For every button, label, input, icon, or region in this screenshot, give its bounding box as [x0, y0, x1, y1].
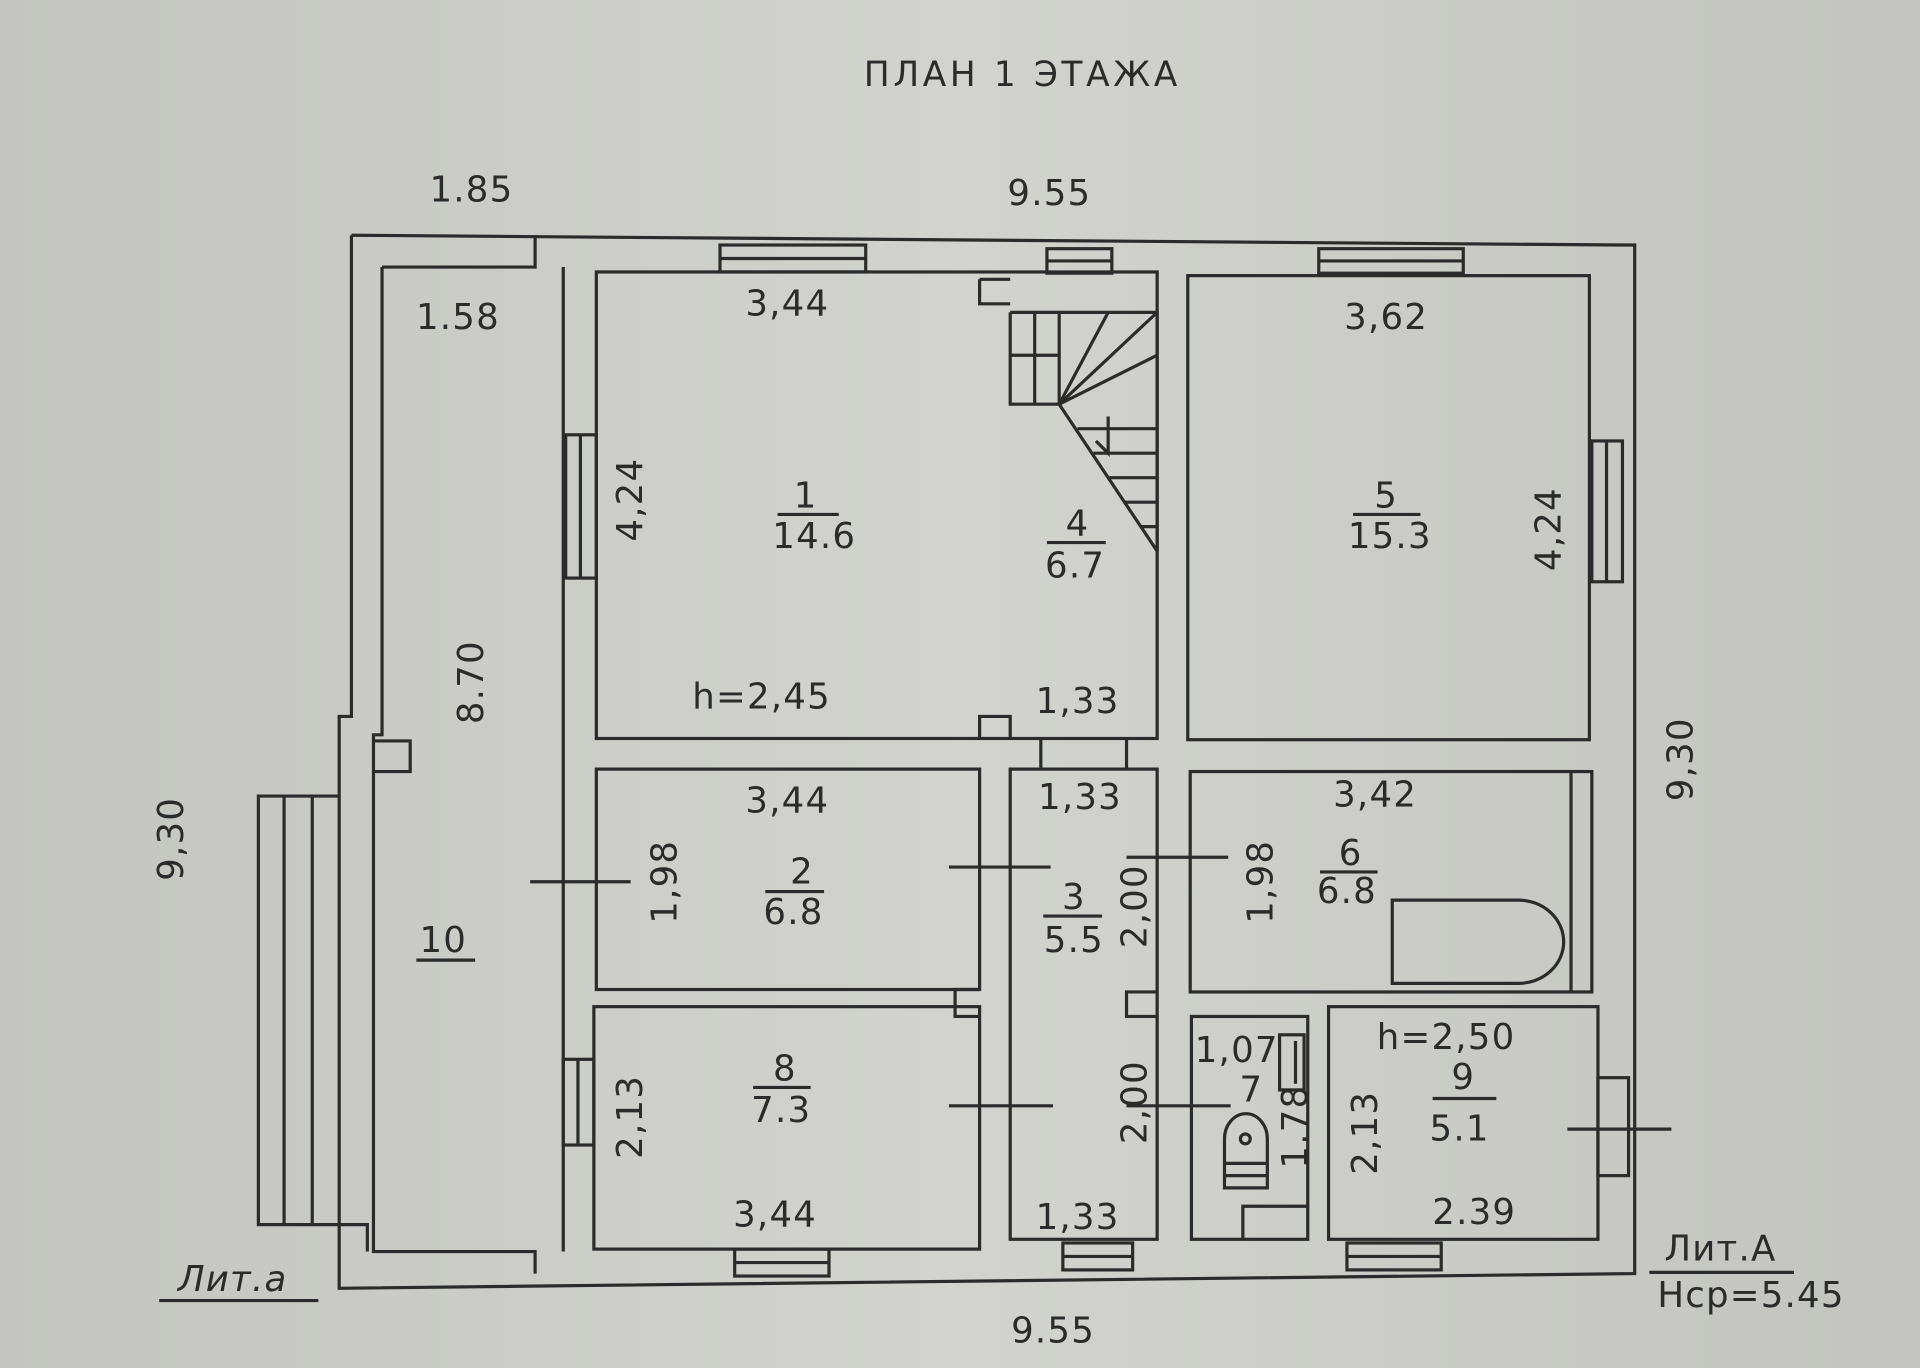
dimension-labels: 1.85 9.55 9.55 9,30 9,30 1.58 8.70 3,44 … [151, 169, 1702, 1351]
room-1-area: 14.6 [772, 516, 856, 557]
room-4-area: 6.7 [1045, 545, 1105, 586]
room-3-number: 3 [1062, 877, 1086, 918]
dim-room1-height: h=2,45 [692, 676, 831, 717]
room-8-area: 7.3 [751, 1090, 811, 1131]
room-6-area: 6.8 [1317, 871, 1377, 912]
avg-height-label: Нср=5.45 [1657, 1275, 1844, 1316]
dim-room10-length: 8.70 [451, 640, 492, 724]
dim-room10-width: 1.58 [416, 297, 500, 338]
room-2-area: 6.8 [763, 892, 823, 933]
plan-title: ПЛАН 1 ЭТАЖА [864, 55, 1181, 95]
dim-room3-depth-lower: 2,00 [1115, 1060, 1156, 1144]
dim-room7-depth: 1.78 [1275, 1085, 1316, 1169]
dim-room5-width: 3,62 [1344, 297, 1428, 338]
dim-top-total: 9.55 [1007, 173, 1091, 214]
room-4-number: 4 [1066, 504, 1090, 545]
room-7-outline [1189, 1014, 1310, 1241]
dim-room3-width-bottom: 1,33 [1036, 1197, 1120, 1238]
room-10-number: 10 [419, 920, 467, 961]
staircase [1008, 310, 1159, 553]
arrow-down-icon [1094, 416, 1110, 458]
room-5-outline [1186, 274, 1591, 742]
room-2-number: 2 [790, 851, 814, 892]
dim-room9-depth: 2,13 [1345, 1091, 1386, 1175]
room-8-number: 8 [773, 1049, 797, 1090]
dim-room6-depth: 1,98 [1241, 840, 1282, 924]
room-6-number: 6 [1339, 833, 1363, 874]
room-2-outline [594, 767, 982, 992]
dim-room9-width: 2.39 [1432, 1192, 1516, 1233]
room-9-area: 5.1 [1430, 1109, 1490, 1150]
dim-room2-depth: 1,98 [644, 840, 685, 924]
room-6-outline [1188, 769, 1594, 994]
dim-room5-depth: 4,24 [1528, 487, 1569, 571]
dim-left-total: 9,30 [151, 797, 192, 881]
sink-icon [1278, 1033, 1306, 1092]
dim-room8-depth: 2,13 [610, 1075, 651, 1159]
room-labels: 1 14.6 4 6.7 5 15.3 2 6.8 3 5.5 6 6.8 8 … [416, 476, 1497, 1150]
dim-room2-width: 3,44 [745, 780, 829, 821]
dim-room6-width: 3,42 [1333, 774, 1417, 815]
room-1-number: 1 [794, 476, 818, 517]
bathtub-icon [1390, 898, 1566, 985]
toilet-icon [1222, 1112, 1308, 1240]
dim-room8-width: 3,44 [733, 1194, 817, 1235]
room-3-outline [1008, 767, 1159, 1241]
dim-bottom-total: 9.55 [1011, 1311, 1095, 1352]
dim-room4-width: 1,33 [1036, 681, 1120, 722]
dim-room1-depth: 4,24 [610, 458, 651, 542]
room-5-area: 15.3 [1348, 516, 1432, 557]
windows [561, 243, 1631, 1278]
dim-room1-width: 3,44 [745, 283, 829, 324]
dim-room7-width: 1,07 [1195, 1030, 1279, 1071]
walls [256, 233, 1637, 1290]
dim-room9-height: h=2,50 [1377, 1017, 1516, 1058]
room-9-number: 9 [1451, 1057, 1475, 1098]
lit-small-label: Лит.а [176, 1259, 288, 1300]
dim-right-total: 9,30 [1661, 717, 1702, 801]
lit-main-label: Лит.А [1664, 1229, 1776, 1270]
room-3-area: 5.5 [1044, 920, 1104, 961]
room-5-number: 5 [1374, 476, 1398, 517]
door-markers [530, 855, 1672, 1131]
dim-top-left: 1.85 [429, 169, 513, 210]
room-7-number: 7 [1240, 1069, 1264, 1110]
dim-room3-width: 1,33 [1038, 777, 1122, 818]
dim-room3-depth-upper: 2,00 [1115, 864, 1156, 948]
